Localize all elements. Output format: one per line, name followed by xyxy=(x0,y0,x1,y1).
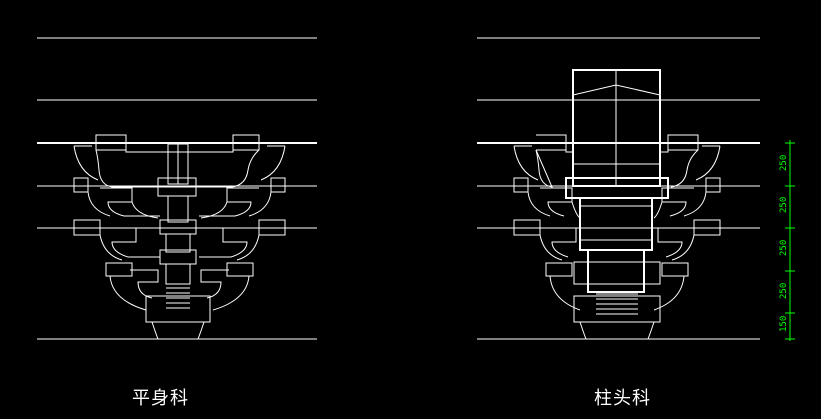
right-stepped-profile xyxy=(653,145,721,311)
base-foot xyxy=(579,321,655,340)
view-label-zhutouke: 柱头科 xyxy=(594,388,651,409)
dimension-label: 150 xyxy=(779,316,789,332)
dimension-chain: 250 250 250 250 150 xyxy=(779,140,795,341)
base-foot xyxy=(151,321,205,340)
dimension-label: 250 xyxy=(779,155,789,171)
base-block xyxy=(573,295,661,323)
bracket-view-zhutouke xyxy=(477,37,760,340)
dimension-label: 250 xyxy=(779,283,789,299)
dimension-label: 250 xyxy=(779,197,789,213)
base-block xyxy=(145,295,211,323)
left-stepped-profile xyxy=(513,145,581,311)
view-label-pingshenke: 平身科 xyxy=(132,388,189,409)
left-stepped-profile xyxy=(73,145,147,311)
top-bracket-arm xyxy=(95,134,260,188)
bracket-view-pingshenke xyxy=(37,37,317,340)
dimension-label: 250 xyxy=(779,240,789,256)
right-stepped-profile xyxy=(212,145,286,311)
dimension-ticks xyxy=(785,142,795,340)
